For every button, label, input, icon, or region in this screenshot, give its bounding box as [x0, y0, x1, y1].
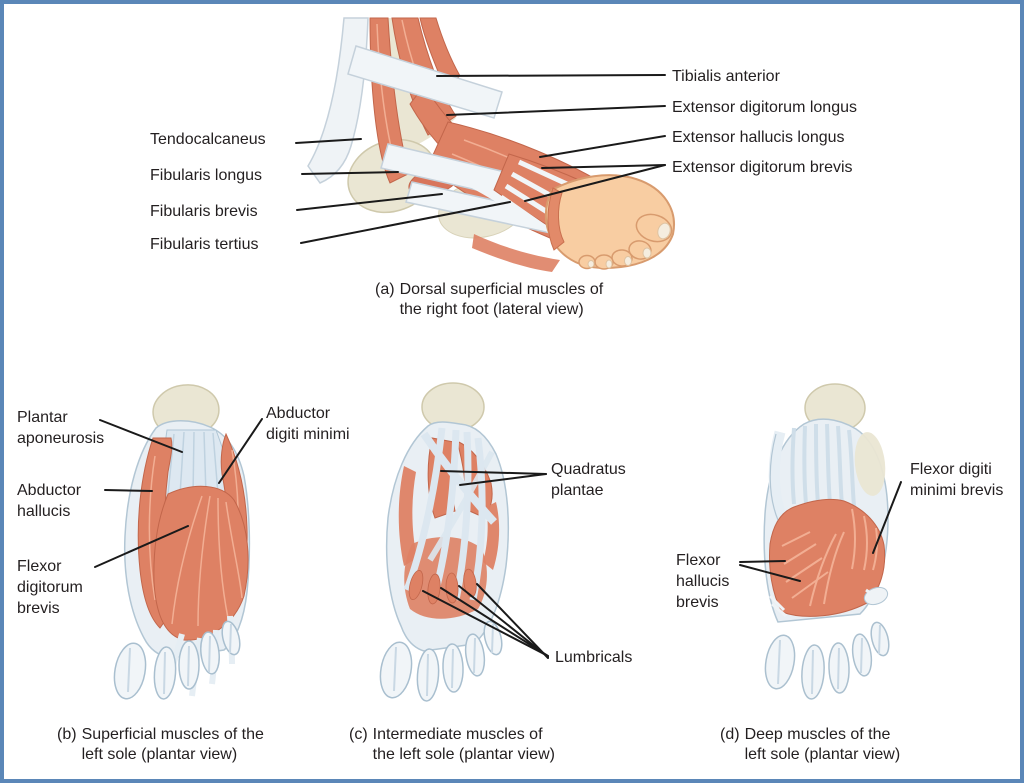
leader-abductor-digiti-minimi	[218, 418, 263, 484]
leader-abductor-hallucis	[104, 489, 153, 492]
label-fibularis-tertius: Fibularis tertius	[150, 236, 259, 253]
side-muscle-band	[398, 466, 417, 566]
caption-prefix: (a)	[375, 281, 395, 298]
leader-extensor-digitorum-brevis	[541, 164, 666, 169]
leader-lumbricals	[440, 587, 549, 657]
caption-line: Superficial muscles of the	[81, 726, 264, 743]
label-flexor-digitorum-brevis: Flexor digitorum brevis	[17, 558, 83, 617]
leader-lumbricals	[476, 583, 549, 659]
toe-tendon-lines	[393, 623, 494, 697]
leader-flexor-digitorum-brevis	[94, 525, 189, 568]
flexor-digiti-minimi-striations	[809, 508, 878, 607]
caption-line: Dorsal superficial muscles of	[399, 281, 604, 298]
leader-lines	[94, 74, 902, 659]
figure-d-illustration	[763, 383, 890, 700]
label-flexor-hallucis-brevis: Flexor hallucis brevis	[676, 552, 730, 611]
toes	[764, 621, 890, 700]
label-fibularis-longus: Fibularis longus	[150, 167, 263, 184]
figure-b-illustration	[113, 384, 251, 700]
leader-lumbricals	[458, 585, 549, 658]
caption-line: the left sole (plantar view)	[372, 746, 555, 763]
fdb-striations	[171, 495, 243, 627]
leader-lumbricals	[422, 590, 549, 657]
label-tendocalcaneus: Tendocalcaneus	[150, 131, 266, 148]
leader-flexor-digiti-minimi-brevis	[872, 481, 902, 554]
anatomy-artwork	[94, 17, 902, 702]
label-lumbricals: Lumbricals	[555, 649, 633, 666]
toe-tendon-lines	[777, 624, 881, 695]
caption-figure-c: (c) Intermediate muscles of the left sol…	[349, 725, 555, 765]
caption-line: left sole (plantar view)	[744, 746, 901, 763]
leader-extensor-digitorum-longus	[446, 105, 666, 116]
label-extensor-hallucis-longus: Extensor hallucis longus	[672, 129, 845, 146]
lateral-bone-patch	[854, 432, 886, 496]
caption-prefix: (d)	[720, 726, 740, 743]
label-abductor-hallucis: Abductor hallucis	[17, 482, 82, 520]
leader-flexor-hallucis-brevis	[739, 564, 801, 582]
label-flexor-digiti-minimi-brevis: Flexor digiti minimi brevis	[910, 461, 1004, 499]
toenails	[587, 222, 671, 269]
caption-line: Deep muscles of the	[744, 726, 891, 743]
figure-c-illustration	[379, 382, 510, 702]
caption-line: Intermediate muscles of	[372, 726, 543, 743]
caption-prefix: (b)	[57, 726, 77, 743]
aponeurosis-striations	[167, 431, 219, 497]
label-tibialis-anterior: Tibialis anterior	[672, 68, 780, 85]
twisted-tendon-band	[768, 430, 788, 521]
leader-fibularis-brevis	[296, 193, 443, 211]
twisted-tendon-band-edge	[769, 433, 779, 521]
leader-tendocalcaneus	[295, 138, 362, 144]
leader-fibularis-tertius	[300, 201, 511, 244]
label-extensor-digitorum-brevis: Extensor digitorum brevis	[672, 159, 853, 176]
caption-line: the right foot (lateral view)	[399, 301, 584, 318]
long-flexor-tendons	[403, 427, 497, 601]
leader-quadratus-plantae	[459, 473, 547, 486]
leader-tibialis-anterior	[436, 74, 666, 77]
figure-a-illustration	[307, 17, 675, 272]
label-plantar-aponeurosis: Plantar aponeurosis	[17, 409, 105, 447]
label-extensor-digitorum-longus: Extensor digitorum longus	[672, 99, 857, 116]
deep-muscle-mass	[769, 498, 886, 617]
caption-prefix: (c)	[349, 726, 368, 743]
caption-figure-d: (d) Deep muscles of the left sole (plant…	[720, 725, 900, 765]
caption-figure-a: (a) Dorsal superficial muscles of the ri…	[375, 280, 603, 320]
leader-quadratus-plantae	[440, 470, 547, 475]
leader-plantar-aponeurosis	[99, 419, 183, 453]
leader-fibularis-longus	[301, 171, 399, 175]
muscle-striation	[148, 455, 156, 601]
label-abductor-digiti-minimi: Abductor digiti minimi	[266, 405, 350, 443]
caption-line: left sole (plantar view)	[81, 746, 238, 763]
arch-muscle-strip	[472, 234, 560, 272]
skin-cut-edge	[547, 187, 565, 251]
leader-extensor-digitorum-brevis	[524, 164, 666, 202]
label-fibularis-brevis: Fibularis brevis	[150, 203, 258, 220]
toe-tendon-lines	[127, 623, 232, 695]
leader-flexor-hallucis-brevis	[739, 560, 786, 563]
leader-extensor-hallucis-longus	[539, 135, 666, 158]
lumbrical-muscles	[408, 568, 477, 605]
tendon-tufts	[768, 588, 881, 618]
deep-tendon-striations	[790, 423, 856, 507]
caption-figure-b: (b) Superficial muscles of the left sole…	[57, 725, 264, 765]
label-quadratus-plantae: Quadratus plantae	[551, 461, 626, 499]
